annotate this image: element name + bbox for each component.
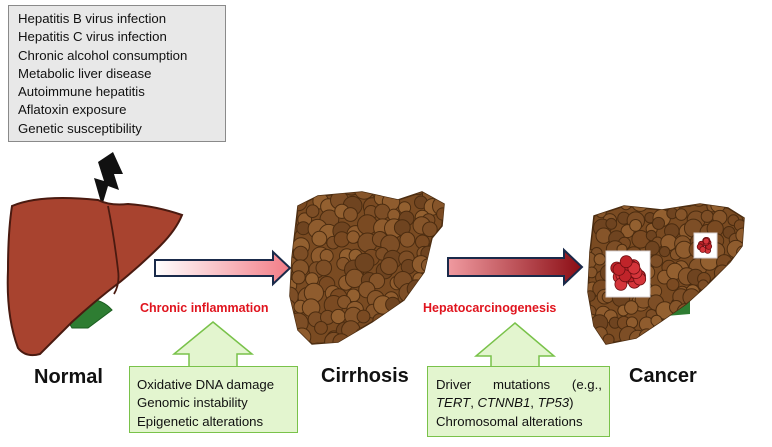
carcinogenesis-up-arrow: [473, 322, 557, 366]
driver-word: Driver: [436, 377, 472, 392]
stage-cirrhosis-label: Cirrhosis: [321, 365, 409, 387]
stage-cancer-label: Cancer: [629, 365, 697, 387]
chronic-inflammation-label: Chronic inflammation: [140, 301, 269, 315]
chromosomal-alterations-line: Chromosomal alterations: [436, 413, 583, 429]
risk-factors-box: Hepatitis B virus infection Hepatitis C …: [8, 5, 226, 142]
gene-list-line: TERT, CTNNB1, TP53): [436, 395, 574, 411]
risk-factor-item: Genetic susceptibility: [18, 120, 142, 136]
cancer-liver-image: [587, 203, 745, 345]
risk-factor-item: Hepatitis B virus infection: [18, 11, 167, 26]
normal-liver-image: [6, 197, 184, 357]
risk-factor-item: Aflatoxin exposure: [18, 102, 127, 118]
inflammation-up-arrow: [171, 321, 255, 366]
inflammation-factor-item: Epigenetic alterations: [137, 413, 264, 429]
large-tumor-image: [605, 250, 651, 298]
progression-arrow-2: [447, 247, 584, 287]
risk-factor-item: Chronic alcohol consumption: [18, 47, 188, 63]
risk-factor-item: Metabolic liver disease: [18, 65, 152, 81]
gene-ctnnb1: CTNNB1: [477, 395, 531, 411]
driver-mutations-line: Driver mutations (e.g.,: [436, 376, 602, 394]
inflammation-factor-item: Genomic instability: [137, 395, 248, 411]
mutations-word: mutations: [492, 377, 551, 392]
gene-tert: TERT: [436, 395, 471, 411]
carcinogenesis-factors-box: Driver mutations (e.g., TERT, CTNNB1, TP…: [427, 366, 610, 437]
small-tumor-image: [693, 232, 718, 259]
stage-normal-label: Normal: [34, 366, 103, 388]
risk-factor-item: Autoimmune hepatitis: [18, 84, 145, 100]
cirrhosis-liver-image: [289, 191, 445, 345]
hepatocarcinogenesis-label: Hepatocarcinogenesis: [423, 301, 557, 315]
lightning-bolt-icon: [94, 152, 123, 206]
eg-word: (e.g.,: [571, 377, 602, 392]
risk-factors-list: Hepatitis B virus infection Hepatitis C …: [18, 10, 225, 138]
progression-arrow-1: [154, 249, 292, 287]
inflammation-factors-box: Oxidative DNA damage Genomic instability…: [129, 366, 298, 433]
risk-factor-item: Hepatitis C virus infection: [18, 29, 167, 45]
inflammation-factor-item: Oxidative DNA damage: [137, 377, 275, 392]
gene-tp53: TP53: [537, 395, 570, 411]
